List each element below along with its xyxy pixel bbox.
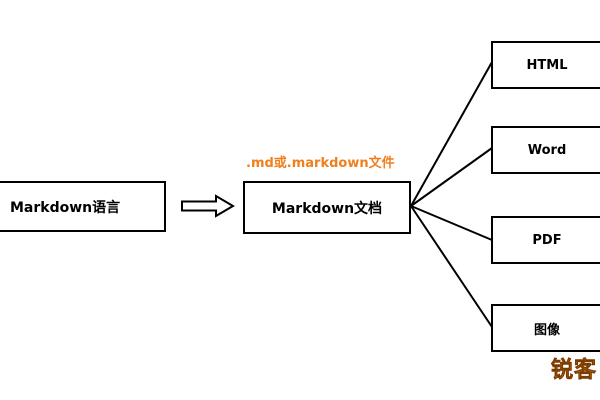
output-node-word: Word bbox=[491, 126, 600, 174]
watermark-logo: 锐客 bbox=[551, 358, 598, 384]
markdown-document-node: Markdown文档 bbox=[243, 181, 411, 234]
connector-to-html bbox=[410, 61, 493, 207]
output-node-image: 图像 bbox=[491, 304, 600, 352]
output-node-html: HTML bbox=[491, 41, 600, 89]
connector-to-pdf bbox=[410, 205, 493, 241]
file-extension-caption: .md或.markdown文件 bbox=[246, 156, 395, 171]
markdown-language-node: Markdown语言 bbox=[0, 181, 166, 232]
hollow-arrow bbox=[181, 194, 235, 218]
output-node-pdf: PDF bbox=[491, 216, 600, 264]
connector-to-word bbox=[410, 147, 493, 207]
connector-to-image bbox=[410, 205, 493, 328]
